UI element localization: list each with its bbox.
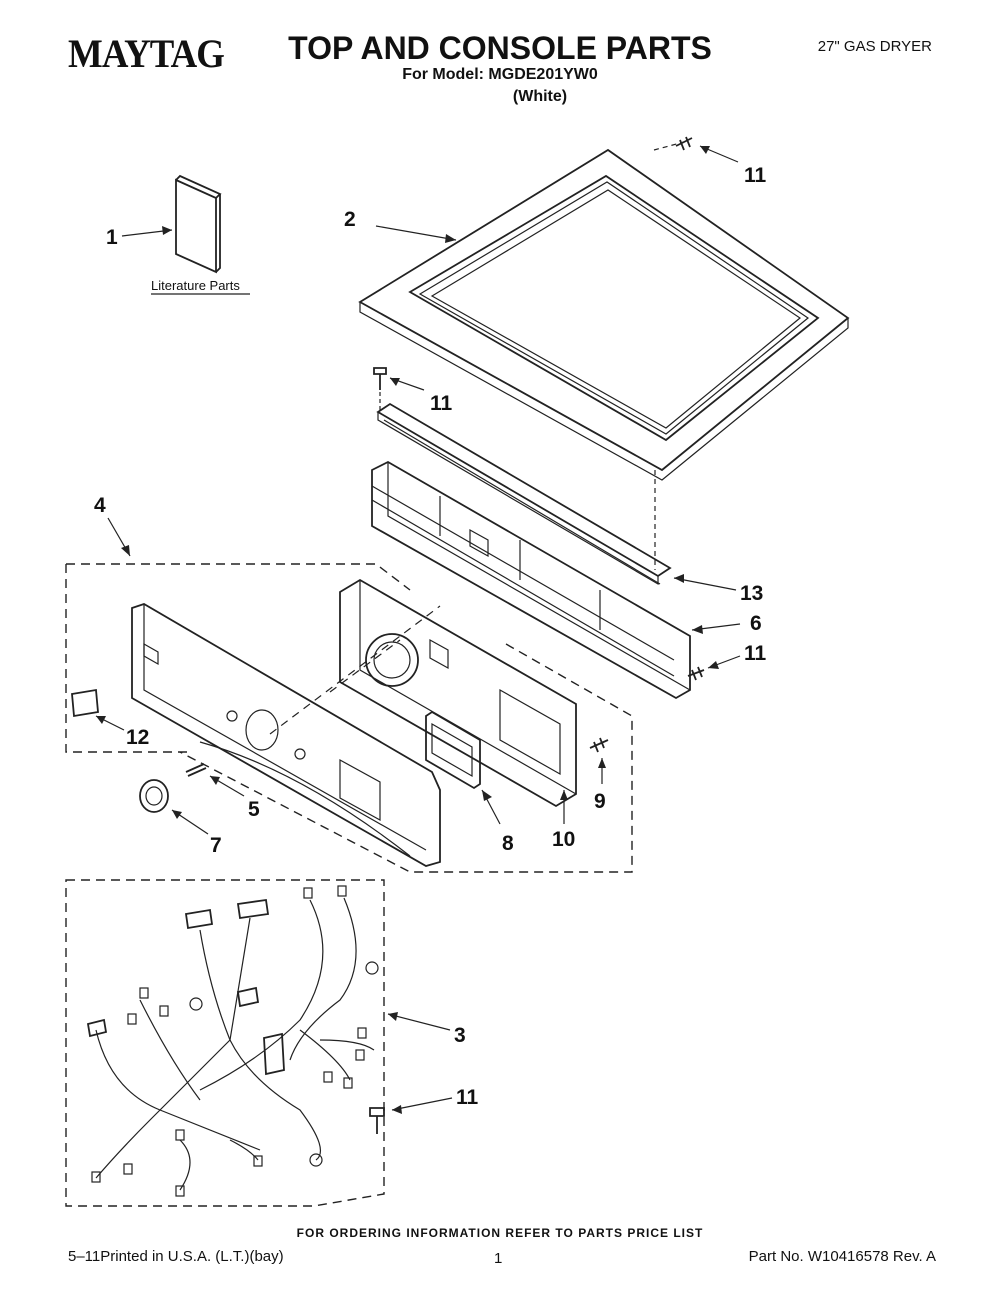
page-number: 1 [494,1250,503,1267]
spring-icon [185,763,207,777]
callout-11-bottom: 11 [456,1086,479,1109]
screw-icon [369,1107,385,1134]
callout-11-bracket: 11 [430,392,453,415]
part-number: Part No. W10416578 Rev. A [748,1248,936,1265]
callout-7: 7 [210,834,222,857]
knob-icon [139,779,169,813]
callout-10: 10 [552,828,575,851]
console-front-panel [131,603,441,867]
callout-9: 9 [594,790,606,813]
callout-1: 1 [106,226,118,249]
callout-2: 2 [344,208,356,231]
console-frame [371,460,691,700]
callout-8: 8 [502,832,514,855]
page-title: TOP AND CONSOLE PARTS [288,30,712,66]
model-color: (White) [512,88,568,105]
callout-3: 3 [454,1024,466,1047]
wire-harness [86,885,379,1197]
callout-6: 6 [750,612,762,635]
callout-11-right: 11 [744,642,767,665]
ordering-note: FOR ORDERING INFORMATION REFER TO PARTS … [296,1226,704,1240]
bracket-strip [376,402,672,586]
model-line: For Model: MGDE201YW0 [402,66,598,83]
callout-4: 4 [94,494,106,517]
brand-logo: MAYTAG [68,31,225,76]
indicator-lens [71,688,99,718]
callout-13: 13 [740,582,763,605]
literature-parts-label: Literature Parts [151,278,240,293]
control-board [339,578,577,808]
screw-icon [687,666,705,681]
screw-icon [675,136,693,151]
printed-info: 5–11Printed in U.S.A. (L.T.)(bay) [68,1248,284,1265]
callout-12: 12 [126,726,149,749]
callout-5: 5 [248,798,260,821]
literature-booklet [175,174,222,274]
display-module [425,710,481,790]
top-panel [358,148,850,481]
product-type: 27" GAS DRYER [817,38,932,55]
screw-icon [589,737,609,753]
callout-11-top: 11 [744,164,767,187]
screw-icon [373,367,387,390]
